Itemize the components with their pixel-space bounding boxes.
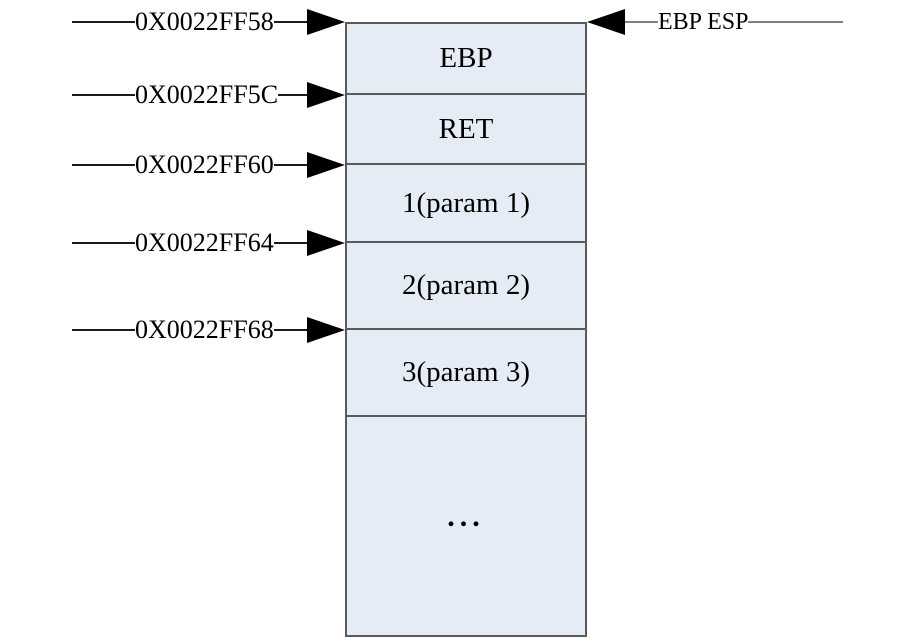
cell-label: RET xyxy=(438,112,494,145)
address-pointer-row-4: 0X0022FF68 xyxy=(72,317,345,343)
cell-label: 3(param 3) xyxy=(401,356,531,388)
pointer-line xyxy=(748,21,843,23)
arrow-right-icon xyxy=(307,9,345,35)
cell-label: EBP xyxy=(439,42,493,74)
pointer-line xyxy=(273,164,307,166)
address-label: 0X0022FF58 xyxy=(135,7,274,36)
pointer-line xyxy=(72,21,135,23)
pointer-line xyxy=(72,164,135,166)
arrow-left-icon xyxy=(587,9,625,35)
address-pointer-row-2: 0X0022FF60 xyxy=(72,152,345,178)
pointer-line xyxy=(273,21,307,23)
stack-cell-param1: 1(param 1) xyxy=(347,165,585,243)
stack-cell-param2: 2(param 2) xyxy=(347,243,585,330)
stack-box: EBP RET 1(param 1) 2(param 2) 3(param 3)… xyxy=(345,22,587,637)
address-label: 0X0022FF68 xyxy=(135,315,274,344)
pointer-line xyxy=(72,94,135,96)
stack-cell-ellipsis: ... xyxy=(347,417,585,635)
stack-cell-param3: 3(param 3) xyxy=(347,330,585,417)
pointer-line xyxy=(72,242,135,244)
pointer-line xyxy=(273,329,307,331)
pointer-line xyxy=(72,329,135,331)
stack-cell-ret: RET xyxy=(347,95,585,165)
arrow-right-icon xyxy=(307,152,345,178)
address-label: 0X0022FF64 xyxy=(135,228,274,257)
pointer-line xyxy=(273,242,307,244)
address-pointer-row-3: 0X0022FF64 xyxy=(72,230,345,256)
address-label: 0X0022FF60 xyxy=(135,150,274,179)
address-pointer-row-0: 0X0022FF58 xyxy=(72,9,345,35)
arrow-right-icon xyxy=(307,230,345,256)
register-label: EBP ESP xyxy=(658,9,749,35)
pointer-line xyxy=(278,94,307,96)
pointer-line xyxy=(625,21,658,23)
cell-label: 2(param 2) xyxy=(401,269,531,301)
stack-cell-ebp: EBP xyxy=(347,24,585,95)
register-pointer-row: EBP ESP xyxy=(587,9,843,35)
arrow-right-icon xyxy=(307,317,345,343)
arrow-right-icon xyxy=(307,82,345,108)
address-pointer-row-1: 0X0022FF5C xyxy=(72,82,345,108)
cell-label: ... xyxy=(447,500,485,533)
cell-label: 1(param 1) xyxy=(401,186,531,219)
address-label: 0X0022FF5C xyxy=(135,80,279,109)
